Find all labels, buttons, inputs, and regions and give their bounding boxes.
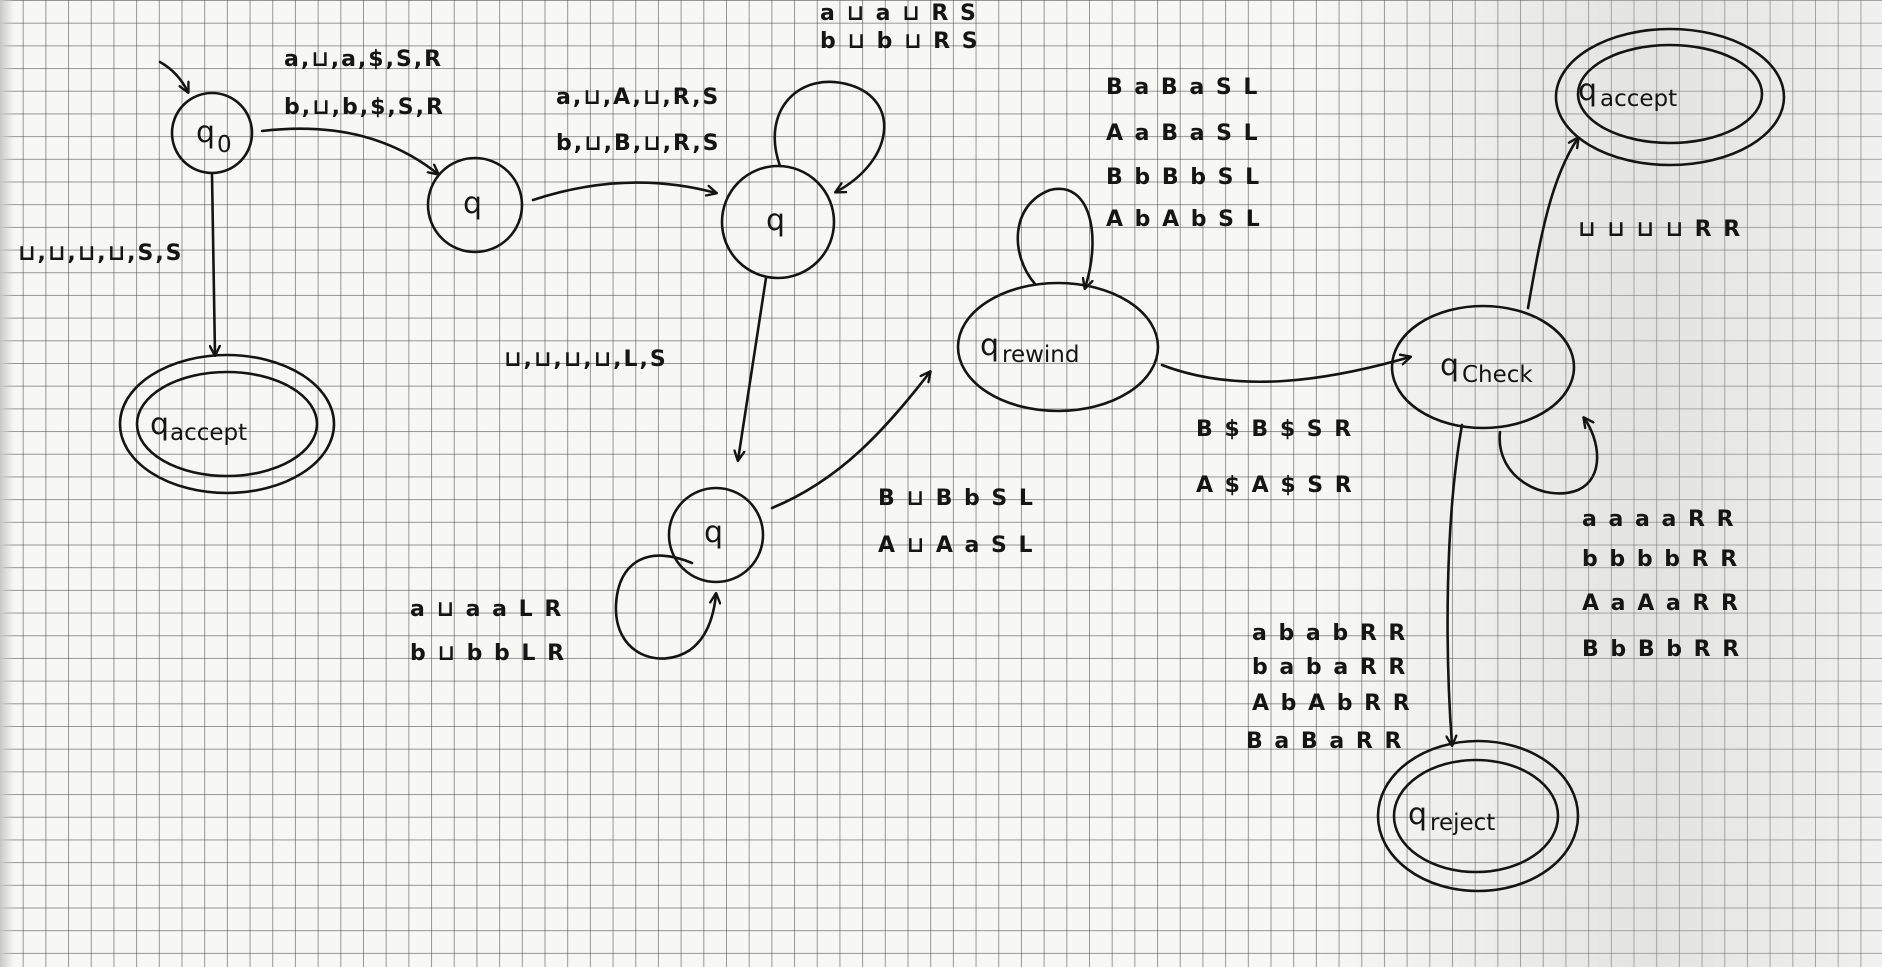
- edge-q0-q1: [260, 127, 438, 174]
- label-q0-q1: a,⊔,a,$,S,R b,⊔,b,$,S,R: [284, 47, 445, 120]
- state-q0-name: q: [196, 115, 215, 150]
- state-accept-right: q accept: [1554, 27, 1786, 167]
- state-reject-inner: [1392, 758, 1560, 874]
- label-q0-accept: ⊔,⊔,⊔,⊔,S,S: [18, 241, 184, 266]
- state-rewind-sub: rewind: [1002, 342, 1079, 368]
- state-check-name: q: [1440, 348, 1459, 383]
- edge-check-reject: [1448, 423, 1464, 745]
- label-check-accept-line-1: ⊔ ⊔ ⊔ ⊔ R R: [1578, 217, 1742, 242]
- page-fold-shadow: [0, 0, 14, 967]
- label-q3-rewind-line-1: B ⊔ B b S L: [878, 486, 1035, 511]
- label-q1-q2-line-1: a,⊔,A,⊔,R,S: [556, 85, 720, 110]
- label-check-self-line-4: B b B b R R: [1582, 637, 1741, 662]
- label-check-self-line-2: b b b b R R: [1582, 547, 1739, 572]
- label-rewind-self-line-2: A a B a S L: [1106, 121, 1260, 146]
- label-q3-self-line-1: a ⊔ a a L R: [410, 597, 563, 622]
- label-q2-self-line-1: a ⊔ a ⊔ R S: [820, 1, 978, 26]
- state-accept-left-name: q: [150, 407, 169, 442]
- label-rewind-check-line-1: B $ B $ S R: [1196, 417, 1353, 442]
- label-q0-accept-line-1: ⊔,⊔,⊔,⊔,S,S: [18, 241, 184, 266]
- start-arrow: [158, 60, 188, 92]
- edge-q2-self: [773, 80, 886, 192]
- label-q2-self-line-2: b ⊔ b ⊔ R S: [820, 29, 980, 54]
- label-check-reject: a b a b R R b a b a R R A b A b R R B a …: [1246, 621, 1412, 754]
- label-rewind-self-line-3: B b B b S L: [1106, 165, 1261, 190]
- state-accept-right-inner: [1576, 43, 1764, 145]
- label-check-reject-line-4: B a B a R R: [1246, 729, 1403, 754]
- state-q3: q: [667, 486, 765, 584]
- label-rewind-self-line-4: A b A b S L: [1106, 207, 1262, 232]
- label-q1-q2: a,⊔,A,⊔,R,S b,⊔,B,⊔,R,S: [556, 85, 721, 156]
- label-check-self-line-1: a a a a R R: [1582, 507, 1736, 532]
- label-q0-q1-line-2: b,⊔,b,$,S,R: [284, 95, 445, 120]
- edge-rewind-check: [1160, 357, 1410, 384]
- label-q2-q3: ⊔,⊔,⊔,⊔,L,S: [504, 347, 668, 372]
- label-q2-self: a ⊔ a ⊔ R S b ⊔ b ⊔ R S: [820, 1, 980, 54]
- label-q2-q3-line-1: ⊔,⊔,⊔,⊔,L,S: [504, 347, 668, 372]
- label-rewind-check: B $ B $ S R A $ A $ S R: [1196, 417, 1354, 498]
- state-check-sub: Check: [1462, 362, 1533, 388]
- state-reject-name: q: [1408, 797, 1427, 832]
- edge-q3-rewind: [770, 372, 930, 510]
- state-accept-left-outer: [118, 353, 336, 495]
- state-accept-left-sub: accept: [170, 420, 247, 446]
- label-rewind-check-line-2: A $ A $ S R: [1196, 473, 1354, 498]
- state-accept-left-inner: [135, 370, 319, 478]
- edge-check-self: [1498, 418, 1599, 495]
- label-check-reject-line-1: a b a b R R: [1252, 621, 1407, 646]
- edge-q0-accept: [212, 172, 215, 355]
- state-check: q Check: [1390, 304, 1576, 430]
- state-rewind-name: q: [980, 328, 999, 363]
- label-check-reject-line-2: b a b a R R: [1252, 655, 1407, 680]
- state-rewind-ellipse: [956, 281, 1160, 413]
- label-rewind-self: B a B a S L A a B a S L B b B b S L A b …: [1106, 75, 1262, 232]
- edge-q2-q3: [738, 276, 768, 460]
- state-reject-sub: reject: [1430, 810, 1495, 836]
- state-q3-name: q: [704, 515, 723, 550]
- label-q0-q1-line-1: a,⊔,a,$,S,R: [284, 47, 443, 72]
- label-q3-rewind: B ⊔ B b S L A ⊔ A a S L: [878, 486, 1035, 558]
- state-check-ellipse: [1390, 304, 1576, 430]
- label-check-accept: ⊔ ⊔ ⊔ ⊔ R R: [1578, 217, 1742, 242]
- edge-check-accept: [1526, 138, 1578, 310]
- edge-rewind-self: [1016, 187, 1094, 288]
- state-accept-left: q accept: [118, 353, 336, 495]
- state-q1: q: [426, 156, 524, 254]
- label-q3-self-line-2: b ⊔ b b L R: [410, 641, 566, 666]
- state-q1-name: q: [463, 186, 482, 221]
- state-reject: q reject: [1376, 739, 1580, 893]
- state-accept-right-sub: accept: [1600, 86, 1677, 112]
- edge-q1-q2: [531, 181, 716, 202]
- state-q1-circle: [426, 156, 524, 254]
- state-q2-circle: [720, 164, 836, 280]
- state-rewind: q rewind: [956, 281, 1160, 413]
- state-reject-outer: [1376, 739, 1580, 893]
- label-rewind-self-line-1: B a B a S L: [1106, 75, 1259, 100]
- label-check-self: a a a a R R b b b b R R A a A a R R B b …: [1582, 507, 1741, 662]
- label-q1-q2-line-2: b,⊔,B,⊔,R,S: [556, 131, 721, 156]
- state-accept-right-outer: [1554, 27, 1786, 167]
- label-q3-rewind-line-2: A ⊔ A a S L: [878, 533, 1035, 558]
- state-q0-sub: 0: [217, 132, 232, 158]
- label-q3-self: a ⊔ a a L R b ⊔ b b L R: [410, 597, 566, 666]
- state-q2-name: q: [766, 203, 785, 238]
- state-q0: q 0: [170, 91, 254, 175]
- label-check-reject-line-3: A b A b R R: [1252, 691, 1412, 716]
- state-q2: q: [720, 164, 836, 280]
- edge-q3-self: [614, 554, 716, 660]
- state-accept-right-name: q: [1578, 73, 1597, 108]
- state-q3-circle: [667, 486, 765, 584]
- label-check-self-line-3: A a A a R R: [1582, 591, 1740, 616]
